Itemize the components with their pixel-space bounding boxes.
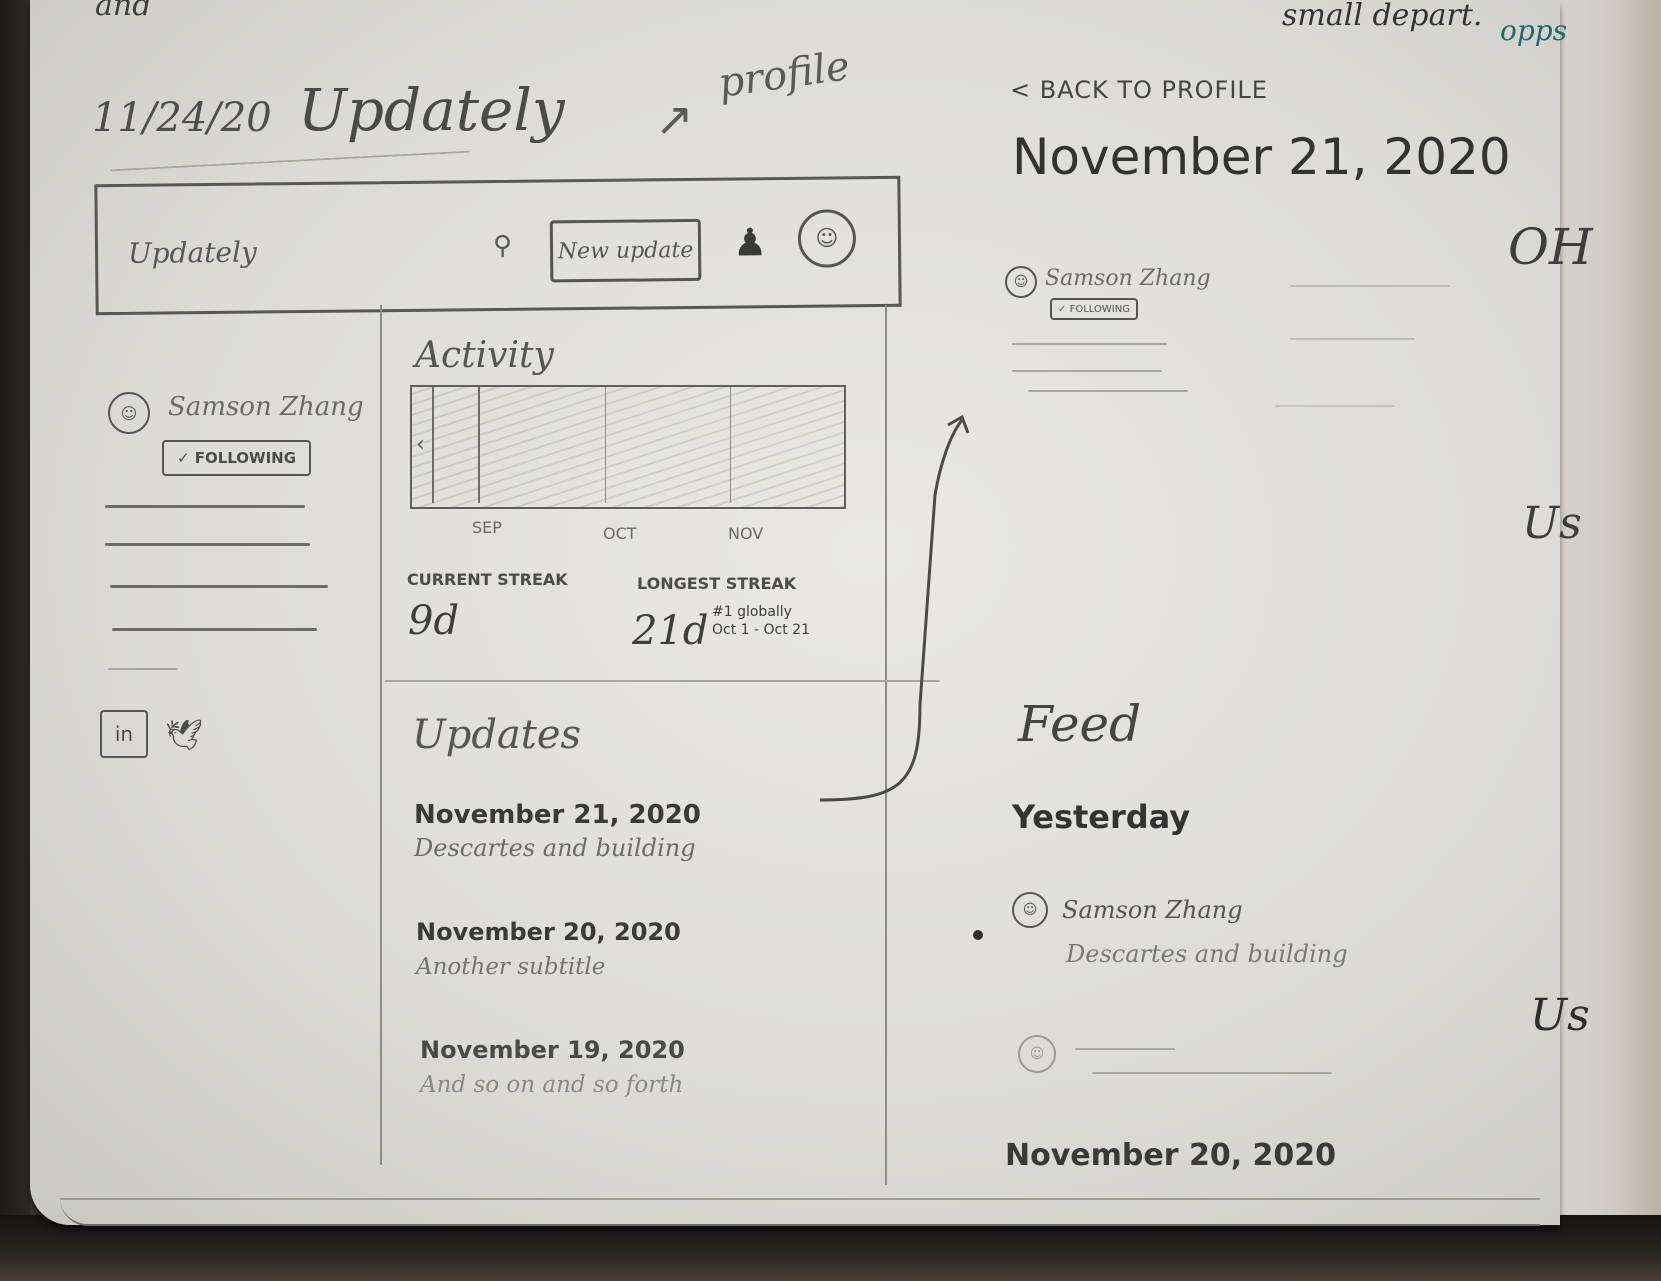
bio-line-5 — [108, 668, 178, 670]
back-to-profile-link[interactable]: < BACK TO PROFILE — [1010, 76, 1268, 104]
page-stack-edge — [60, 1198, 1540, 1226]
update-item[interactable]: November 19, 2020 And so on and so forth — [420, 1036, 840, 1098]
month-label-oct: OCT — [603, 524, 637, 543]
updates-title: Updates — [412, 712, 582, 758]
month-label-nov: NOV — [728, 524, 764, 543]
navbar-logo[interactable]: Updately — [127, 235, 257, 270]
activity-chart[interactable]: ‹ — [410, 385, 846, 509]
update-date: November 20, 2020 — [416, 918, 681, 946]
month-label-sep: SEP — [472, 518, 502, 537]
current-streak-label: CURRENT STREAK — [407, 570, 568, 589]
desk-surface — [0, 1215, 1661, 1281]
content-line-2 — [1012, 370, 1162, 372]
desk-left-edge — [0, 0, 30, 1281]
update-subtitle: Another subtitle — [416, 954, 606, 980]
profile-arrow-icon: ↗ — [655, 92, 694, 146]
feed-item-author[interactable]: Samson Zhang — [1062, 896, 1243, 924]
feed-bottom-date: November 20, 2020 — [1005, 1138, 1337, 1173]
sketch-title: Updately — [298, 76, 565, 144]
author-name: Samson Zhang — [1045, 266, 1211, 291]
top-fragment-left: and — [95, 0, 152, 23]
new-update-button[interactable]: New update — [549, 218, 702, 283]
feed-item-subtitle[interactable]: Descartes and building — [1066, 940, 1348, 968]
ghost-line-1 — [1290, 285, 1450, 287]
margin-note: opps — [1500, 14, 1568, 47]
longest-streak-note-2: Oct 1 - Oct 21 — [712, 622, 810, 638]
right-edge-line — [885, 305, 887, 1185]
feed-avatar-icon-2: ☺ — [1018, 1035, 1056, 1073]
author-following-button[interactable]: ✓ FOLLOWING — [1050, 298, 1138, 320]
linkedin-icon[interactable]: in — [100, 710, 148, 758]
margin-fragment-2: Us — [1522, 498, 1582, 549]
margin-fragment-1: OH — [1508, 218, 1593, 276]
activity-title: Activity — [415, 335, 554, 376]
content-line-3 — [1028, 390, 1188, 392]
user-avatar-icon: ☺ — [108, 392, 150, 434]
chart-divider-oct — [605, 387, 606, 503]
bio-line-4 — [112, 628, 317, 631]
margin-fragment-3: Us — [1530, 990, 1590, 1041]
update-date: November 19, 2020 — [420, 1036, 685, 1064]
longest-streak-value: 21d — [632, 608, 709, 654]
top-fragment-right: small depart. — [1282, 0, 1483, 33]
notebook-page — [30, 0, 1560, 1225]
update-subtitle: And so on and so forth — [420, 1072, 684, 1098]
following-button[interactable]: ✓ FOLLOWING — [162, 440, 311, 476]
update-date: November 21, 2020 — [414, 800, 701, 830]
feed-section-label: Yesterday — [1012, 798, 1191, 836]
twitter-icon[interactable]: 🕊 — [165, 718, 204, 753]
chart-left-bar — [432, 387, 434, 503]
update-subtitle: Descartes and building — [414, 834, 696, 862]
navbar-frame: Updately ⚲ New update ♟ ☺ — [94, 175, 902, 316]
search-icon[interactable]: ⚲ — [492, 230, 513, 262]
longest-streak-note-1: #1 globally — [712, 604, 792, 620]
bio-line-1 — [105, 505, 305, 508]
activity-divider — [385, 680, 940, 682]
chart-divider-nov — [730, 387, 731, 503]
feed-placeholder-line-1 — [1075, 1048, 1175, 1050]
bio-line-3 — [110, 585, 328, 588]
following-label: ✓ FOLLOWING — [176, 449, 297, 467]
flow-arrow-icon — [819, 414, 970, 802]
avatar-icon[interactable]: ☺ — [797, 209, 857, 268]
author-following-label: ✓ FOLLOWING — [1058, 303, 1130, 315]
new-update-label: New update — [557, 237, 694, 264]
content-line-1 — [1012, 343, 1167, 345]
update-item[interactable]: November 21, 2020 Descartes and building — [414, 800, 834, 862]
longest-streak-label: LONGEST STREAK — [637, 574, 797, 593]
unread-dot-icon — [973, 930, 983, 940]
notifications-icon[interactable]: ♟ — [732, 220, 768, 265]
author-avatar-icon: ☺ — [1005, 266, 1037, 298]
ghost-line-2 — [1290, 338, 1415, 340]
sidebar-user-name: Samson Zhang — [168, 392, 364, 422]
update-page-title: November 21, 2020 — [1012, 128, 1511, 186]
sketch-date: 11/24/20 — [92, 95, 272, 141]
chart-scroll-left-icon[interactable]: ‹ — [416, 432, 425, 457]
chart-divider-sep — [478, 387, 480, 503]
sidebar-divider — [380, 305, 382, 1165]
feed-title: Feed — [1018, 695, 1142, 753]
bio-line-2 — [105, 543, 310, 546]
current-streak-value: 9d — [408, 598, 460, 644]
update-item[interactable]: November 20, 2020 Another subtitle — [416, 918, 836, 980]
feed-avatar-icon: ☺ — [1012, 892, 1048, 928]
feed-placeholder-line-2 — [1092, 1072, 1332, 1074]
ghost-line-3 — [1275, 405, 1395, 407]
